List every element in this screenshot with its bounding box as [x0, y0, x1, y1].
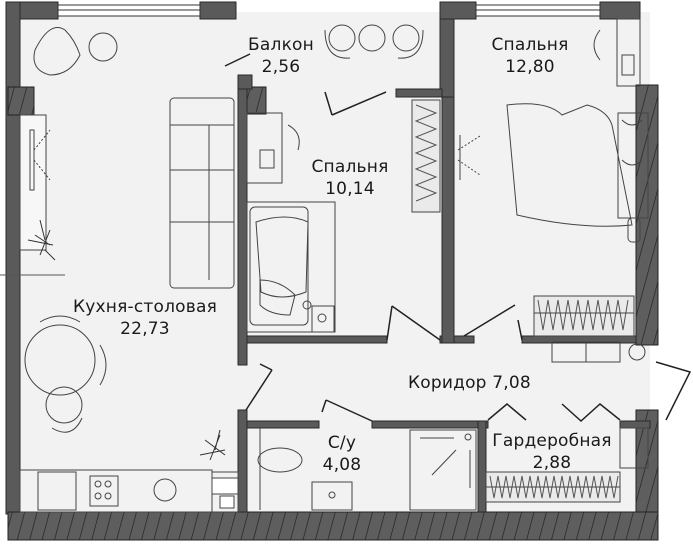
room-label-balcony: Балкон 2,56: [236, 34, 326, 78]
room-area: 12,80: [505, 57, 555, 77]
interior-walls: [237, 74, 651, 513]
plant-icon: [27, 219, 226, 461]
room-area: 10,14: [325, 179, 375, 199]
room-area: 4,08: [322, 455, 362, 475]
room-label-corridor: Коридор 7,08: [408, 372, 558, 394]
room-area: 2,56: [261, 57, 301, 77]
room-name: С/у: [327, 433, 357, 453]
room-area: 7,08: [492, 373, 531, 393]
floor-area: [14, 12, 650, 512]
room-area: 22,73: [120, 319, 170, 339]
room-label-kitchen-dining: Кухня-столовая 22,73: [60, 296, 230, 340]
windows: [57, 4, 601, 17]
room-name: Кухня-столовая: [72, 297, 218, 317]
doors: [224, 53, 692, 423]
room-name: Гардеробная: [492, 431, 612, 451]
furniture: [0, 18, 649, 513]
room-name: Спальня: [311, 157, 389, 177]
room-name: Коридор: [408, 373, 487, 393]
room-label-bathroom: С/у 4,08: [312, 432, 372, 476]
room-label-bedroom-large: Спальня 12,80: [475, 34, 585, 78]
room-area: 2,88: [532, 453, 572, 473]
room-label-bedroom-small: Спальня 10,14: [300, 156, 400, 200]
room-name: Балкон: [248, 35, 314, 55]
hatched-walls: [7, 84, 659, 541]
room-name: Спальня: [491, 35, 569, 55]
room-label-wardrobe: Гардеробная 2,88: [482, 430, 622, 474]
